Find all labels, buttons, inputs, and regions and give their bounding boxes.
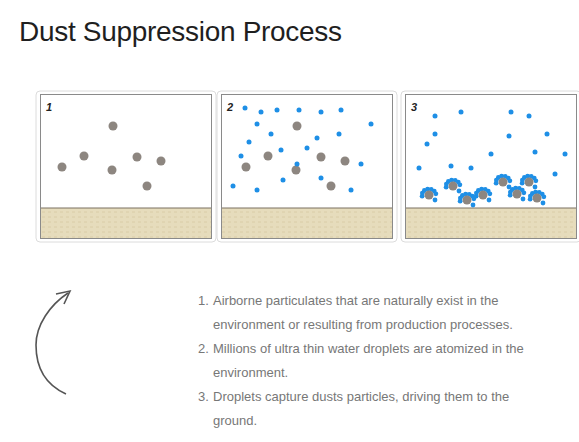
water-droplet (315, 136, 320, 141)
water-droplet (297, 108, 302, 113)
captured-droplet (487, 198, 492, 203)
water-droplet (533, 150, 538, 155)
ground (405, 208, 577, 239)
captured-droplet (521, 190, 526, 195)
dust-particle (317, 153, 326, 162)
water-droplet (319, 176, 324, 181)
water-droplet (527, 114, 532, 119)
water-droplet (459, 110, 464, 115)
captured-dust (463, 196, 472, 205)
water-droplet (425, 142, 430, 147)
step-description: Millions of ultra thin water droplets ar… (213, 337, 553, 385)
water-droplet (433, 114, 438, 119)
water-droplet (369, 122, 374, 127)
captured-droplet (541, 201, 546, 206)
captured-droplet (487, 191, 492, 196)
water-droplet (417, 166, 422, 171)
step-description: Droplets capture dusts particles, drivin… (213, 385, 553, 433)
step-panel: 2 (221, 94, 393, 239)
captured-dust (449, 182, 458, 191)
water-droplet (275, 108, 280, 113)
list-number: 3. (198, 385, 212, 409)
water-droplet (259, 110, 264, 115)
water-droplet (359, 162, 364, 167)
captured-droplet (533, 178, 538, 183)
captured-droplet (507, 178, 512, 183)
water-droplet (553, 172, 558, 177)
water-droplet (255, 122, 260, 127)
dust-particle (341, 157, 350, 166)
water-droplet (489, 152, 494, 157)
captured-droplet (521, 197, 526, 202)
water-droplet (255, 188, 260, 193)
ground-line (405, 208, 577, 209)
panel-frame (217, 91, 397, 242)
cycle-arrow-head (56, 291, 70, 304)
water-droplet (469, 166, 474, 171)
captured-droplet (457, 189, 462, 194)
captured-dust (525, 178, 534, 187)
dust-particle (242, 163, 251, 172)
water-droplet (509, 110, 514, 115)
water-droplet (231, 184, 236, 189)
dust-particle (80, 152, 89, 161)
dust-particle (109, 122, 118, 131)
water-droplet (305, 146, 310, 151)
step-number: 1 (46, 101, 52, 113)
dust-particle (133, 153, 142, 162)
captured-droplet (433, 191, 438, 196)
step-panel: 1 (40, 94, 212, 239)
captured-droplet (457, 182, 462, 187)
step-description: Airborne particulates that are naturally… (213, 289, 553, 337)
captured-dust (513, 190, 522, 199)
water-droplet (337, 132, 342, 137)
dust-particle (157, 157, 166, 166)
captured-dust (479, 191, 488, 200)
water-droplet (239, 154, 244, 159)
captured-droplet (471, 203, 476, 208)
list-number: 1. (198, 289, 212, 313)
step-panel: 3 (405, 94, 577, 239)
panel-frame (401, 91, 579, 242)
dust-particle (143, 182, 152, 191)
ground-line (40, 208, 212, 209)
step-number: 3 (411, 101, 417, 113)
dust-particle (327, 182, 336, 191)
water-droplet (295, 162, 300, 167)
captured-dust (499, 178, 508, 187)
captured-droplet (541, 194, 546, 199)
water-droplet (449, 164, 454, 169)
water-droplet (281, 178, 286, 183)
water-droplet (269, 132, 274, 137)
water-droplet (349, 188, 354, 193)
ground (40, 208, 212, 239)
water-droplet (279, 148, 284, 153)
dust-particle (264, 152, 273, 161)
water-droplet (319, 110, 324, 115)
water-droplet (247, 140, 252, 145)
captured-droplet (533, 185, 538, 190)
cycle-arrow (36, 293, 68, 394)
water-droplet (507, 134, 512, 139)
diagram-title: Dust Suppression Process (19, 16, 342, 48)
panel-frame (36, 91, 216, 242)
water-droplet (563, 152, 568, 157)
captured-droplet (433, 198, 438, 203)
water-droplet (545, 132, 550, 137)
captured-dust (533, 194, 542, 203)
dust-particle (293, 122, 302, 131)
water-droplet (433, 132, 438, 137)
ground-line (221, 208, 393, 209)
water-droplet (339, 108, 344, 113)
captured-dust (425, 191, 434, 200)
water-droplet (243, 106, 248, 111)
ground (221, 208, 393, 239)
dust-particle (108, 166, 117, 175)
list-number: 2. (198, 337, 212, 361)
dust-particle (292, 166, 301, 175)
dust-particle (58, 163, 67, 172)
step-number: 2 (227, 101, 233, 113)
